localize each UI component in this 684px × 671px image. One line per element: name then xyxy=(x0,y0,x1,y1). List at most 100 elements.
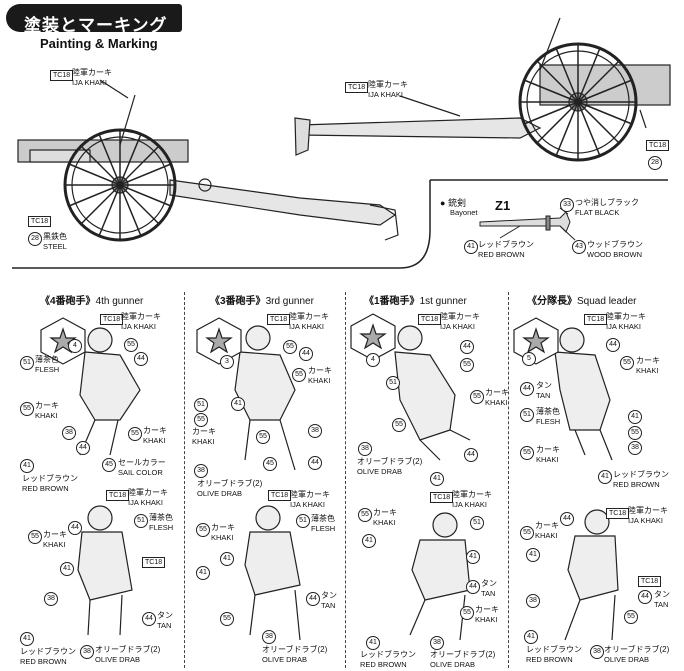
flat-black-code: 33 xyxy=(560,198,574,212)
olive-drab-label: オリーブドラブ(2)OLIVE DRAB xyxy=(357,457,423,476)
code-41: 41 xyxy=(20,632,34,646)
olive-drab-label: オリーブドラブ(2)OLIVE DRAB xyxy=(262,645,328,664)
badge-number: 5 xyxy=(522,352,536,366)
tc18-code: TC18 xyxy=(100,314,124,325)
column-divider xyxy=(508,292,509,668)
title-english: Painting & Marking xyxy=(40,36,158,51)
code-38: 38 xyxy=(194,464,208,478)
code-44: 44 xyxy=(299,347,313,361)
olive-drab-label: オリーブドラブ(2)OLIVE DRAB xyxy=(197,479,263,498)
code-38: 38 xyxy=(308,424,322,438)
code-55: 55 xyxy=(283,340,297,354)
code-45: 45 xyxy=(263,457,277,471)
code-38: 38 xyxy=(44,592,58,606)
code-55: 55 xyxy=(256,430,270,444)
badge-number: 3 xyxy=(220,355,234,369)
code-41: 41 xyxy=(220,552,234,566)
steel-code: 28 xyxy=(28,232,42,246)
code-41: 41 xyxy=(20,459,34,473)
code-55: 55 xyxy=(520,526,534,540)
title-banner: 塗装とマーキング xyxy=(6,4,182,36)
code-41: 41 xyxy=(196,566,210,580)
tc18-code: TC18 xyxy=(268,490,292,501)
red-brown-code: 41 xyxy=(464,240,478,254)
code-55: 55 xyxy=(196,523,210,537)
tc18-code: TC18 xyxy=(345,82,369,93)
code-38: 38 xyxy=(628,441,642,455)
code-55: 55 xyxy=(220,612,234,626)
tc18-code: TC18 xyxy=(50,70,74,81)
code-55: 55 xyxy=(194,413,208,427)
badge-number: 4 xyxy=(366,353,380,367)
code-44: 44 xyxy=(308,456,322,470)
code-44: 44 xyxy=(306,592,320,606)
column-divider xyxy=(345,292,346,668)
tc18-code: TC18 xyxy=(638,576,662,587)
title-japanese: 塗装とマーキング xyxy=(24,16,168,36)
code-38: 38 xyxy=(590,645,604,659)
code-28: 28 xyxy=(648,156,662,170)
code-38: 38 xyxy=(526,594,540,608)
code-55: 55 xyxy=(292,368,306,382)
code-55: 55 xyxy=(520,446,534,460)
part-z1: Z1 xyxy=(495,198,511,213)
code-55: 55 xyxy=(470,390,484,404)
code-51: 51 xyxy=(20,356,34,370)
code-44: 44 xyxy=(464,448,478,462)
code-55: 55 xyxy=(128,427,142,441)
code-41: 41 xyxy=(598,470,612,484)
heading-3rd-gunner: 《3番砲手》3rd gunner xyxy=(210,296,314,307)
heading-4th-gunner: 《4番砲手》4th gunner xyxy=(40,296,144,307)
code-41: 41 xyxy=(60,562,74,576)
code-44: 44 xyxy=(466,580,480,594)
code-38: 38 xyxy=(80,645,94,659)
olive-drab-label: オリーブドラブ(2)OLIVE DRAB xyxy=(430,650,496,669)
code-41: 41 xyxy=(430,472,444,486)
code-55: 55 xyxy=(628,426,642,440)
code-51: 51 xyxy=(134,514,148,528)
code-38: 38 xyxy=(262,630,276,644)
code-44: 44 xyxy=(460,340,474,354)
code-44: 44 xyxy=(520,382,534,396)
code-44: 44 xyxy=(142,612,156,626)
tc18-code: TC18 xyxy=(267,314,291,325)
code-55: 55 xyxy=(124,338,138,352)
code-41: 41 xyxy=(526,548,540,562)
code-51: 51 xyxy=(520,408,534,422)
wood-brown-code: 43 xyxy=(572,240,586,254)
code-55: 55 xyxy=(28,530,42,544)
code-51: 51 xyxy=(194,398,208,412)
tc18-code: TC18 xyxy=(418,314,442,325)
code-38: 38 xyxy=(430,636,444,650)
olive-drab-label: オリーブドラブ(2)OLIVE DRAB xyxy=(95,645,161,664)
